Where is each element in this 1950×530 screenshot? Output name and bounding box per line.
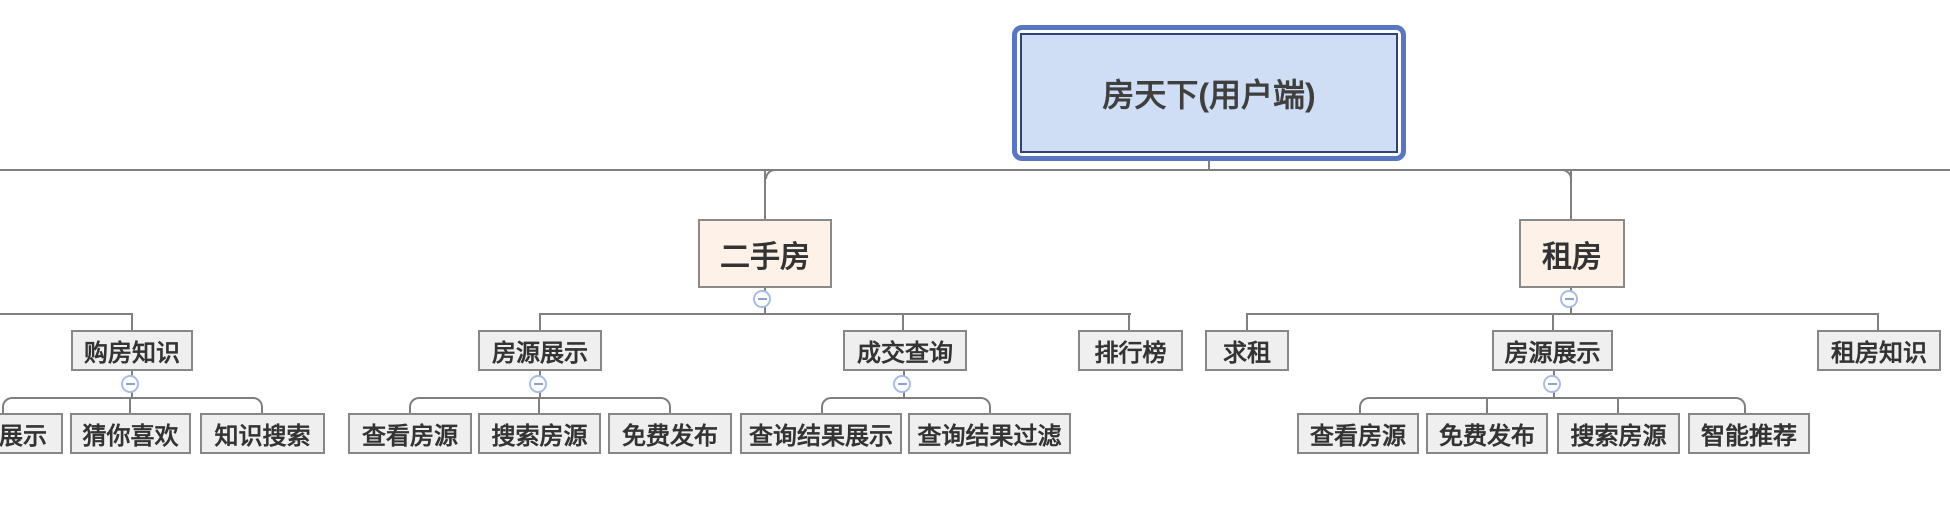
node-ershoufang[interactable]: 二手房	[698, 219, 832, 288]
node-chaxun-jieguo-zhanshi[interactable]: 查询结果展示	[740, 413, 902, 454]
collapse-goufang-zhishi-minus-icon[interactable]	[121, 375, 139, 393]
connector-line-vertical	[989, 407, 991, 414]
connector-corner	[1562, 169, 1572, 179]
connector-corner	[1359, 397, 1369, 407]
connector-line-vertical	[1359, 407, 1361, 414]
connector-corner	[2, 397, 12, 407]
node-sousuo-fangyuan-ershou[interactable]: 搜索房源	[478, 413, 601, 454]
node-fangyuan-zhanshi-zufang[interactable]: 房源展示	[1492, 330, 1613, 371]
node-zhishi-sousuo[interactable]: 知识搜索	[200, 413, 325, 454]
connector-line-vertical	[1552, 313, 1554, 331]
connector-line-vertical	[1486, 397, 1488, 414]
collapse-fangyuan-zhanshi-ershou-minus-icon[interactable]	[529, 375, 547, 393]
node-mianfei-fabu-ershou[interactable]: 免费发布	[608, 413, 732, 454]
connector-line-vertical	[1617, 397, 1619, 414]
connector-line-vertical	[1570, 169, 1572, 219]
connector-line-horizontal	[539, 313, 1131, 315]
node-sousuo-fangyuan-zufang[interactable]: 搜索房源	[1557, 413, 1680, 454]
connector-corner	[1736, 397, 1746, 407]
node-zufang[interactable]: 租房	[1519, 219, 1625, 288]
connector-line-vertical	[1877, 313, 1879, 331]
collapse-chengjiao-chaxun-minus-icon[interactable]	[893, 375, 911, 393]
node-zhanshi-clipped[interactable]: 展示	[0, 413, 63, 454]
connector-corner	[661, 397, 671, 407]
connector-line-vertical	[261, 407, 263, 414]
connector-corner	[253, 397, 263, 407]
node-paihangbang[interactable]: 排行榜	[1078, 330, 1183, 371]
node-root[interactable]: 房天下(用户端)	[1012, 25, 1406, 161]
connector-line-vertical	[539, 313, 541, 331]
connector-line-vertical	[131, 313, 133, 331]
connector-line-horizontal	[419, 397, 662, 399]
node-cainixihuan[interactable]: 猜你喜欢	[70, 413, 191, 454]
connector-corner	[409, 397, 419, 407]
connector-line-vertical	[764, 169, 766, 219]
collapse-fangyuan-zhanshi-zufang-minus-icon[interactable]	[1543, 375, 1561, 393]
node-chakan-fangyuan-ershou[interactable]: 查看房源	[348, 413, 472, 454]
connector-line-vertical	[1246, 313, 1248, 331]
connector-line-vertical	[1744, 407, 1746, 414]
node-root-label: 房天下(用户端)	[1020, 33, 1398, 153]
connector-corner	[821, 397, 831, 407]
connector-line-vertical	[409, 407, 411, 414]
connector-line-vertical	[1128, 313, 1130, 331]
connector-line-vertical	[2, 407, 4, 414]
connector-line-vertical	[902, 313, 904, 331]
node-qiuzu[interactable]: 求租	[1205, 330, 1289, 371]
connector-line-horizontal	[1246, 313, 1879, 315]
node-chaxun-jieguo-guolv[interactable]: 查询结果过滤	[908, 413, 1071, 454]
connector-corner	[981, 397, 991, 407]
connector-line-horizontal	[0, 169, 1950, 171]
collapse-ershoufang-minus-icon[interactable]	[753, 290, 771, 308]
node-chengjiao-chaxun[interactable]: 成交查询	[843, 330, 967, 371]
connector-line-vertical	[538, 397, 540, 414]
connector-line-horizontal	[831, 397, 982, 399]
connector-line-vertical	[821, 407, 823, 414]
node-zufang-zhishi[interactable]: 租房知识	[1817, 330, 1941, 371]
node-fangyuan-zhanshi-ershou[interactable]: 房源展示	[478, 330, 602, 371]
connector-line-vertical	[129, 397, 131, 414]
node-mianfei-fabu-zufang[interactable]: 免费发布	[1426, 413, 1548, 454]
node-zhineng-tuijian[interactable]: 智能推荐	[1688, 413, 1810, 454]
connector-line-horizontal	[1369, 397, 1737, 399]
collapse-zufang-minus-icon[interactable]	[1560, 290, 1578, 308]
connector-line-vertical	[669, 407, 671, 414]
connector-line-horizontal	[0, 313, 133, 315]
node-goufang-zhishi[interactable]: 购房知识	[71, 330, 193, 371]
connector-line-vertical	[1208, 161, 1210, 170]
connector-corner	[765, 169, 775, 179]
node-chakan-fangyuan-zufang[interactable]: 查看房源	[1297, 413, 1419, 454]
connector-line-horizontal	[11, 397, 254, 399]
